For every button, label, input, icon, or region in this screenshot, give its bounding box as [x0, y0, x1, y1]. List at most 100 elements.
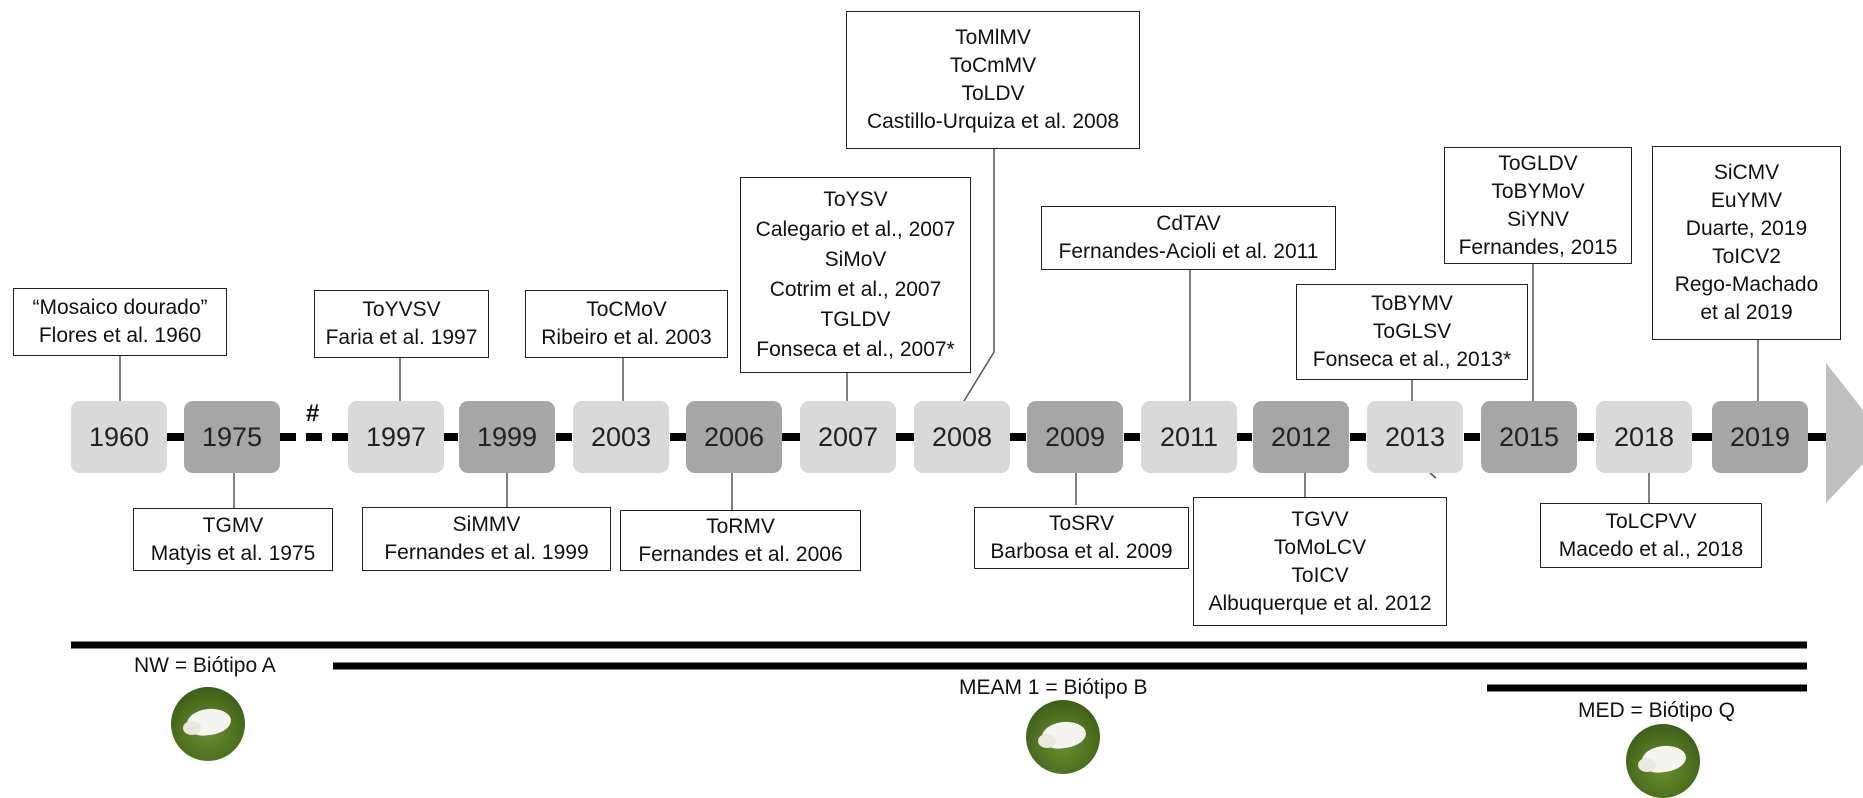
year-label: 2015	[1498, 421, 1560, 452]
note-line: TGLDV	[820, 308, 891, 331]
note-line: TGMV	[202, 513, 264, 537]
note-line: Macedo et al., 2018	[1558, 537, 1744, 561]
note-line: ToSRV	[1049, 512, 1114, 535]
year-label: 2011	[1159, 421, 1219, 452]
note-line: Fernandes, 2015	[1458, 235, 1618, 259]
year-box-2007: 2007	[800, 401, 896, 473]
year-box-1999: 1999	[459, 401, 555, 473]
gap-marker: #	[306, 400, 320, 427]
note-line: EuYMV	[1710, 189, 1783, 212]
biotype-a-label: NW = Biótipo A	[134, 654, 276, 677]
note-line: SiYNV	[1507, 207, 1569, 231]
note-2012: TGVV ToMoLCV ToICV Albuquerque et al. 20…	[1193, 497, 1447, 626]
note-line: Albuquerque et al. 2012	[1208, 591, 1432, 615]
note-line: Faria et al. 1997	[325, 326, 478, 349]
note-line: Castillo-Urquiza et al. 2008	[866, 110, 1120, 133]
year-label: 2013	[1384, 421, 1446, 452]
year-label: 2006	[703, 421, 765, 452]
note-line: ToCmMV	[949, 54, 1037, 77]
note-line: Flores et al. 1960	[38, 324, 202, 347]
year-label: 1999	[476, 421, 538, 452]
note-line: Cotrim et al., 2007	[769, 278, 942, 301]
note-2018: ToLCPVV Macedo et al., 2018	[1540, 503, 1762, 568]
note-2008: ToMlMV ToCmMV ToLDV Castillo-Urquiza et …	[846, 11, 1140, 149]
year-box-2015: 2015	[1481, 401, 1577, 473]
note-line: et al 2019	[1700, 301, 1793, 324]
year-box-2009: 2009	[1027, 401, 1123, 473]
note-line: Matyis et al. 1975	[150, 541, 316, 565]
year-box-2018: 2018	[1596, 401, 1692, 473]
year-box-2008: 2008	[914, 401, 1010, 473]
note-line: ToRMV	[706, 514, 775, 538]
note-line: ToLDV	[961, 82, 1025, 105]
note-line: ToBYMV	[1371, 292, 1453, 315]
note-2009: ToSRV Barbosa et al. 2009	[974, 507, 1189, 569]
note-line: ToMlMV	[955, 26, 1031, 49]
note-1997: ToYVSV Faria et al. 1997	[314, 290, 489, 358]
year-box-1960: 1960	[71, 401, 167, 473]
note-line: Calegario et al., 2007	[755, 218, 956, 241]
note-line: Duarte, 2019	[1685, 217, 1808, 240]
timeline-arrow	[1826, 363, 1863, 503]
note-line: “Mosaico dourado”	[32, 296, 208, 319]
note-line: ToMoLCV	[1273, 535, 1367, 559]
note-line: Rego-Machado	[1674, 273, 1819, 296]
note-line: ToYSV	[823, 188, 888, 211]
note-line: ToGLSV	[1372, 320, 1452, 343]
year-label: 2012	[1270, 421, 1332, 452]
note-line: ToLCPVV	[1605, 509, 1697, 533]
year-label: 1960	[88, 421, 150, 452]
biotype-q-label: MED = Biótipo Q	[1578, 699, 1735, 722]
connectors	[119, 149, 1759, 510]
note-1999: SiMMV Fernandes et al. 1999	[362, 507, 611, 571]
biotype-b-label: MEAM 1 = Biótipo B	[959, 676, 1148, 699]
year-box-2019: 2019	[1712, 401, 1808, 473]
year-label: 2019	[1729, 421, 1791, 452]
year-box-2003: 2003	[573, 401, 669, 473]
note-2007: ToYSV Calegario et al., 2007 SiMoV Cotri…	[740, 177, 971, 373]
year-label: 2003	[590, 421, 652, 452]
note-2006: ToRMV Fernandes et al. 2006	[620, 510, 861, 571]
note-line: TGVV	[1291, 507, 1349, 531]
note-line: ToBYMoV	[1491, 179, 1585, 203]
year-box-1975: 1975	[184, 401, 280, 473]
year-box-2012: 2012	[1253, 401, 1349, 473]
note-line: SiCMV	[1713, 161, 1780, 184]
note-line: Fonseca et al., 2007*	[756, 338, 955, 361]
year-label: 2007	[817, 421, 879, 452]
note-2003: ToCMoV Ribeiro et al. 2003	[525, 290, 728, 358]
note-line: SiMoV	[824, 248, 887, 271]
note-line: ToICV	[1291, 563, 1349, 587]
year-label: 2009	[1044, 421, 1106, 452]
note-line: ToGLDV	[1498, 151, 1578, 175]
year-label: 2018	[1613, 421, 1675, 452]
note-line: ToCMoV	[586, 298, 667, 321]
note-1975: TGMV Matyis et al. 1975	[133, 508, 333, 571]
note-1960: “Mosaico dourado” Flores et al. 1960	[13, 288, 227, 356]
year-box-2011: 2011	[1141, 401, 1237, 473]
year-box-2006: 2006	[686, 401, 782, 473]
note-2011: CdTAV Fernandes-Acioli et al. 2011	[1041, 206, 1336, 270]
whitefly-image-b	[1026, 700, 1100, 774]
note-line: ToYVSV	[362, 298, 441, 321]
note-line: Ribeiro et al. 2003	[541, 326, 712, 349]
note-line: Barbosa et al. 2009	[990, 540, 1173, 563]
whitefly-image-q	[1626, 724, 1700, 798]
note-line: Fernandes et al. 2006	[638, 542, 843, 566]
note-line: ToICV2	[1712, 245, 1781, 268]
year-label: 1975	[201, 421, 263, 452]
biotype-bars	[71, 641, 1807, 692]
note-2013: ToBYMV ToGLSV Fonseca et al., 2013*	[1296, 284, 1528, 380]
note-2015: ToGLDV ToBYMoV SiYNV Fernandes, 2015	[1444, 147, 1632, 264]
note-line: CdTAV	[1156, 212, 1221, 235]
note-line: Fernandes-Acioli et al. 2011	[1058, 240, 1319, 263]
year-label: 2008	[931, 421, 993, 452]
year-box-2013: 2013	[1367, 401, 1463, 473]
year-box-1997: 1997	[348, 401, 444, 473]
whitefly-image-a	[171, 687, 245, 761]
note-line: Fonseca et al., 2013*	[1312, 348, 1512, 371]
note-line: Fernandes et al. 1999	[384, 541, 589, 564]
note-2019: SiCMV EuYMV Duarte, 2019 ToICV2 Rego-Mac…	[1652, 146, 1841, 340]
year-label: 1997	[365, 421, 427, 452]
